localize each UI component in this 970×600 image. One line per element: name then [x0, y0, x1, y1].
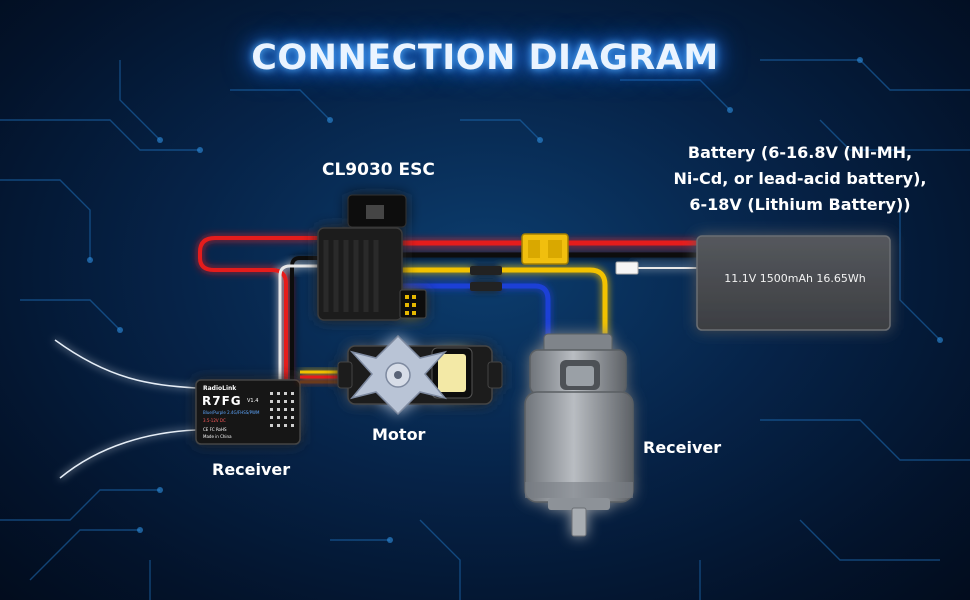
receiver-spec-line3: CE FC RoHS [203, 427, 227, 432]
receiver-version: V1.4 [247, 398, 259, 404]
antenna-wire-icon [54, 339, 197, 479]
receiver-model: R7FG [202, 394, 242, 408]
receiver-spec-line1: Blue/Purple 2.4G/FHSS/PWM [203, 410, 260, 415]
receiver-label-left: Receiver [212, 460, 291, 479]
esc-wires [198, 236, 318, 386]
battery-spec-text: 11.1V 1500mAh 16.65Wh [724, 272, 866, 285]
receiver-spec-line2: 3.5-12V DC [203, 418, 226, 423]
balance-connector-icon [615, 261, 639, 275]
circuit-board-background [0, 59, 970, 600]
page-title: CONNECTION DIAGRAM [251, 38, 719, 78]
xt60-connector-icon [521, 233, 569, 265]
battery-label-line2: Ni-Cd, or lead-acid battery), [673, 169, 927, 188]
brushed-motor-icon [524, 333, 634, 537]
battery-label-line3: 6-18V (Lithium Battery)) [689, 195, 911, 214]
battery-label-line1: Battery (6-16.8V (NI-MH, [687, 143, 913, 162]
motor-leads [400, 266, 608, 340]
receiver-module-icon [195, 379, 301, 445]
esc-module-icon [317, 194, 427, 321]
battery-label: Battery (6-16.8V (NI-MH, Ni-Cd, or lead-… [640, 140, 960, 218]
battery-pack-icon [696, 235, 891, 331]
motor-label: Motor [372, 425, 426, 444]
battery-leads [400, 240, 697, 269]
servo-icon [337, 334, 503, 416]
circuit-nodes [87, 57, 943, 543]
receiver-spec-line4: Made in China [203, 434, 232, 439]
receiver-label-right: Receiver [643, 438, 722, 457]
esc-label: CL9030 ESC [322, 160, 435, 180]
receiver-brand: RadioLink [203, 385, 237, 392]
